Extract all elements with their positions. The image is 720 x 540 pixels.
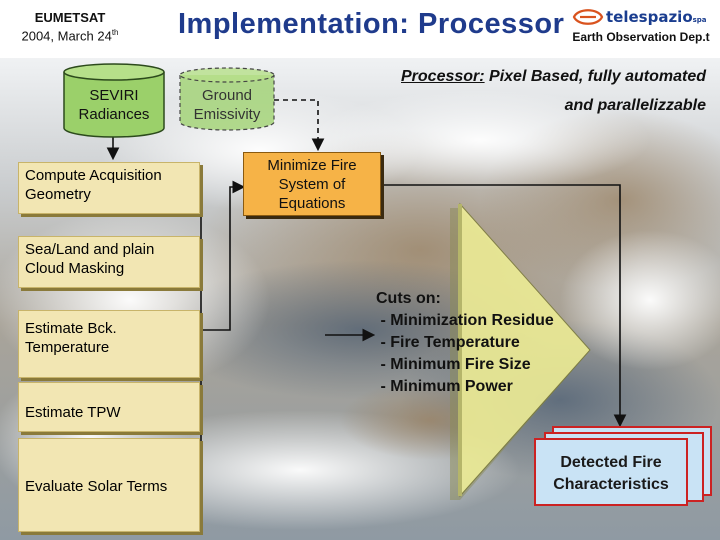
presentation-date: 2004, March 24th [21,28,119,44]
logo-text: telespaziospa [606,8,707,26]
seviri-database-icon [63,63,165,138]
minimize-fire-equations-box: Minimize Fire System of Equations [243,152,381,216]
step-compute-acquisition-geometry: Compute Acquisition Geometry [18,162,200,214]
ground-emissivity-label: Ground Emissivity [193,87,261,123]
processor-note-line2: and parallelizzable [564,97,706,114]
cuts-criteria-text: Cuts on: - Minimization Residue - Fire T… [376,290,554,395]
step-estimate-background-temperature: Estimate Bck. Temperature [18,310,200,378]
page-title: Implementation: Processor [178,8,565,40]
org-name: EUMETSAT [34,10,106,25]
detected-fire-characteristics-box: Detected Fire Characteristics [534,438,688,506]
arrow-ground-to-minimize [274,99,325,152]
ground-emissivity-database-icon [179,67,275,131]
arrow-minimize-to-output [381,184,627,428]
step-evaluate-solar-terms: Evaluate Solar Terms [18,438,200,532]
processor-note-line1: Processor: Pixel Based, fully automated [401,68,706,85]
cuts-box-shape [450,202,591,500]
seviri-radiances-label: SEVIRI Radiances [78,87,150,123]
department-label: Earth Observation Dep.t [572,30,710,44]
arrow-steps-to-minimize [201,180,246,331]
step-estimate-tpw: Estimate TPW [18,382,200,432]
telespazio-logo-icon [572,9,604,25]
step-sea-land-cloud-masking: Sea/Land and plain Cloud Masking [18,236,200,288]
